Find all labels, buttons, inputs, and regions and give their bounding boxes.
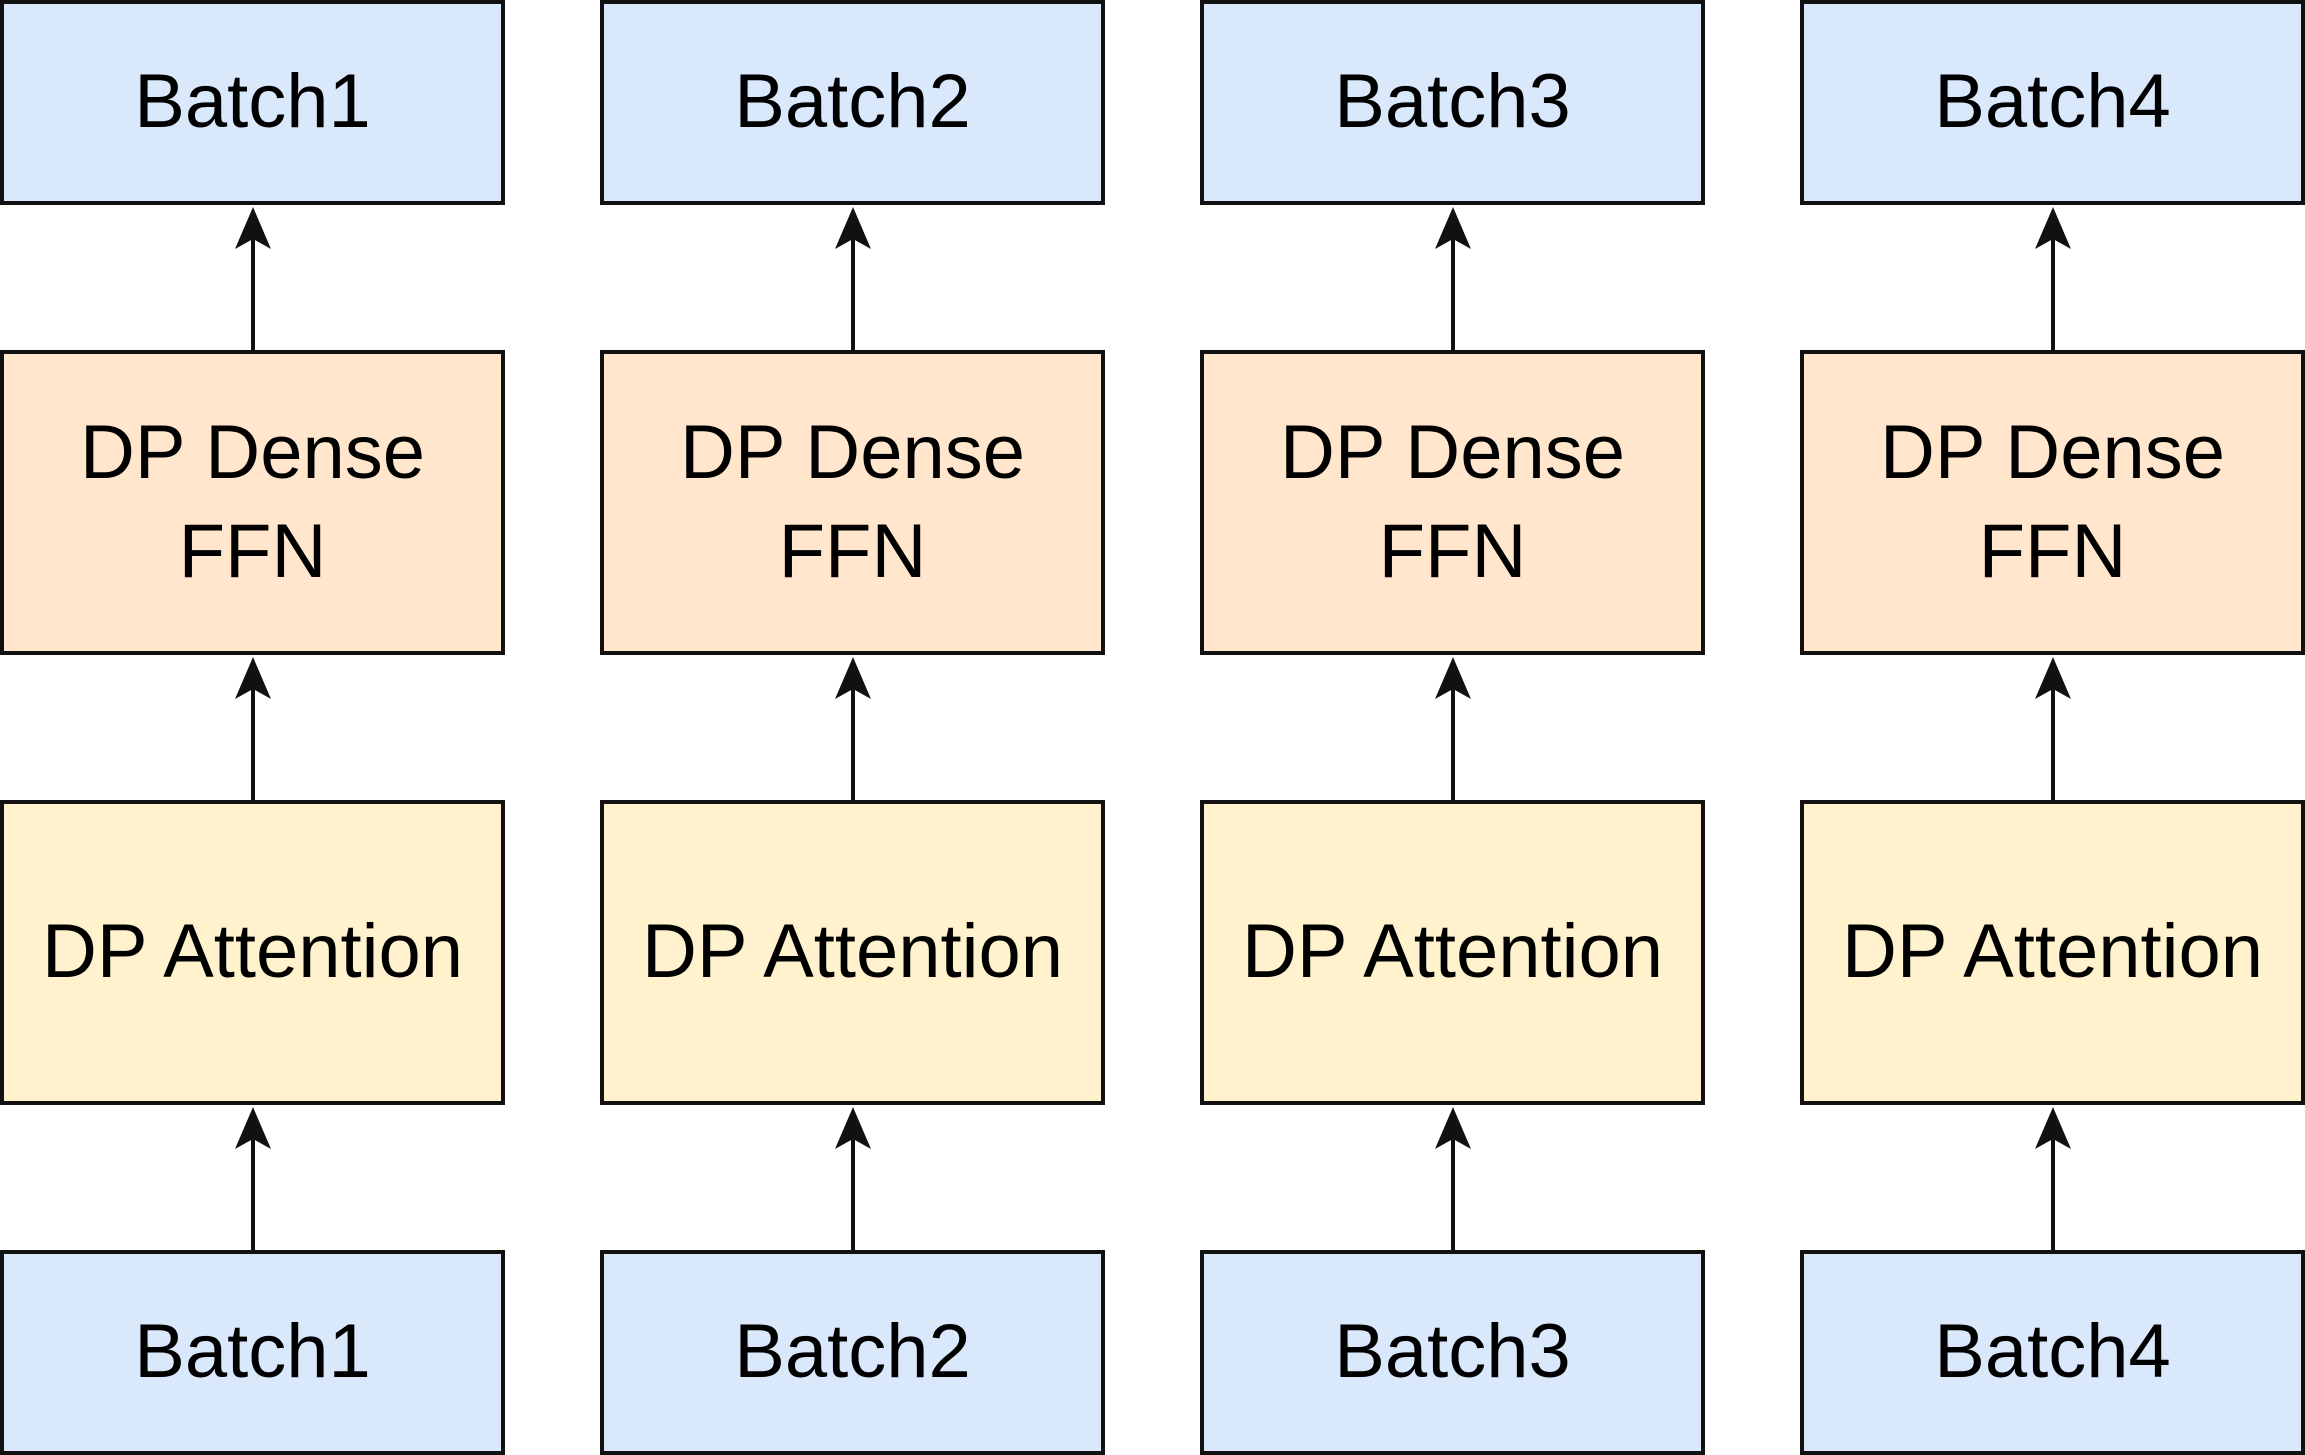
dp-attention-label: DP Attention <box>1241 909 1664 995</box>
dp-attention-label: DP Attention <box>1841 909 2264 995</box>
dp-attention-box: DP Attention <box>1200 800 1705 1105</box>
output-batch-box: Batch3 <box>1200 0 1705 205</box>
dp-attention-label: DP Attention <box>41 909 464 995</box>
arrow-up-icon <box>2034 207 2071 350</box>
output-batch-label: Batch4 <box>1934 59 2171 145</box>
input-batch-label: Batch1 <box>134 1309 371 1395</box>
arrow-up-icon <box>834 1107 871 1250</box>
output-batch-label: Batch3 <box>1334 59 1571 145</box>
arrow-up-icon <box>234 1107 271 1250</box>
arrow-up-icon <box>1434 1107 1471 1250</box>
arrow-up-icon <box>2034 1107 2071 1250</box>
dp-dense-ffn-box: DP Dense FFN <box>1200 350 1705 655</box>
arrow-up-icon <box>834 657 871 800</box>
dp-dense-ffn-label: DP Dense FFN <box>79 409 425 594</box>
input-batch-label: Batch3 <box>1334 1309 1571 1395</box>
dp-dense-ffn-box: DP Dense FFN <box>1800 350 2305 655</box>
dp-dense-ffn-label: DP Dense FFN <box>1279 409 1625 594</box>
input-batch-label: Batch2 <box>734 1309 971 1395</box>
dp-dense-ffn-label: DP Dense FFN <box>679 409 1025 594</box>
input-batch-box: Batch3 <box>1200 1250 1705 1455</box>
dp-attention-box: DP Attention <box>0 800 505 1105</box>
output-batch-label: Batch2 <box>734 59 971 145</box>
arrow-up-icon <box>1434 657 1471 800</box>
arrow-up-icon <box>834 207 871 350</box>
arrow-up-icon <box>234 657 271 800</box>
output-batch-box: Batch1 <box>0 0 505 205</box>
arrow-up-icon <box>1434 207 1471 350</box>
output-batch-box: Batch2 <box>600 0 1105 205</box>
dp-dense-ffn-box: DP Dense FFN <box>0 350 505 655</box>
input-batch-box: Batch1 <box>0 1250 505 1455</box>
dp-dense-ffn-label: DP Dense FFN <box>1879 409 2225 594</box>
dp-dense-ffn-box: DP Dense FFN <box>600 350 1105 655</box>
input-batch-label: Batch4 <box>1934 1309 2171 1395</box>
output-batch-label: Batch1 <box>134 59 371 145</box>
arrow-up-icon <box>2034 657 2071 800</box>
output-batch-box: Batch4 <box>1800 0 2305 205</box>
arrow-up-icon <box>234 207 271 350</box>
dp-attention-label: DP Attention <box>641 909 1064 995</box>
input-batch-box: Batch2 <box>600 1250 1105 1455</box>
input-batch-box: Batch4 <box>1800 1250 2305 1455</box>
dp-attention-box: DP Attention <box>600 800 1105 1105</box>
dp-attention-box: DP Attention <box>1800 800 2305 1105</box>
